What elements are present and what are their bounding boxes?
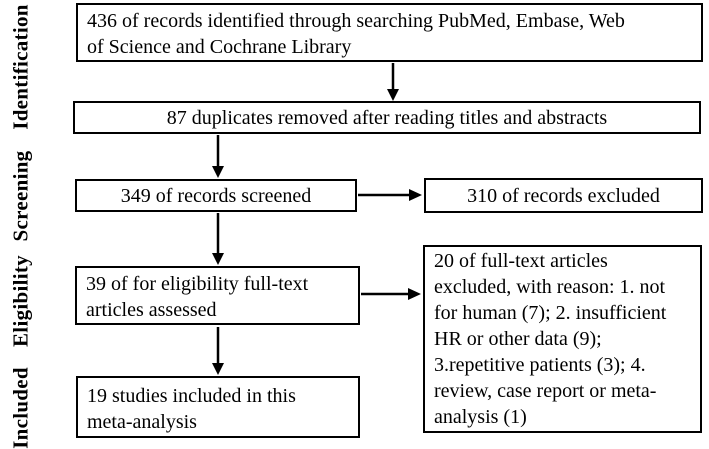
box-studies-included: 19 studies included in this meta-analysi… bbox=[76, 376, 360, 438]
box-records-identified: 436 of records identified through search… bbox=[76, 3, 703, 62]
box-records-screened: 349 of records screened bbox=[75, 179, 357, 212]
arrow-screened-to-fulltext-assessed bbox=[212, 213, 224, 265]
box-records-excluded: 310 of records excluded bbox=[424, 178, 703, 213]
arrow-identified-to-duplicates bbox=[387, 63, 399, 101]
stage-label-included: Included bbox=[8, 367, 33, 449]
stage-label-eligibility: Eligibility bbox=[8, 255, 33, 347]
stage-label-identification: Identification bbox=[8, 4, 33, 130]
arrow-screened-to-records-excluded bbox=[358, 189, 422, 201]
box-fulltext-excluded: 20 of full-text articles excluded, with … bbox=[423, 245, 702, 433]
stage-label-screening: Screening bbox=[8, 150, 33, 242]
box-fulltext-assessed: 39 of for eligibility full-text articles… bbox=[75, 266, 360, 325]
box-duplicates-removed: 87 duplicates removed after reading titl… bbox=[73, 101, 701, 134]
arrow-assessed-to-included bbox=[212, 327, 224, 375]
arrow-duplicates-to-screened bbox=[212, 135, 224, 178]
arrow-assessed-to-fulltext-excluded bbox=[361, 288, 421, 300]
